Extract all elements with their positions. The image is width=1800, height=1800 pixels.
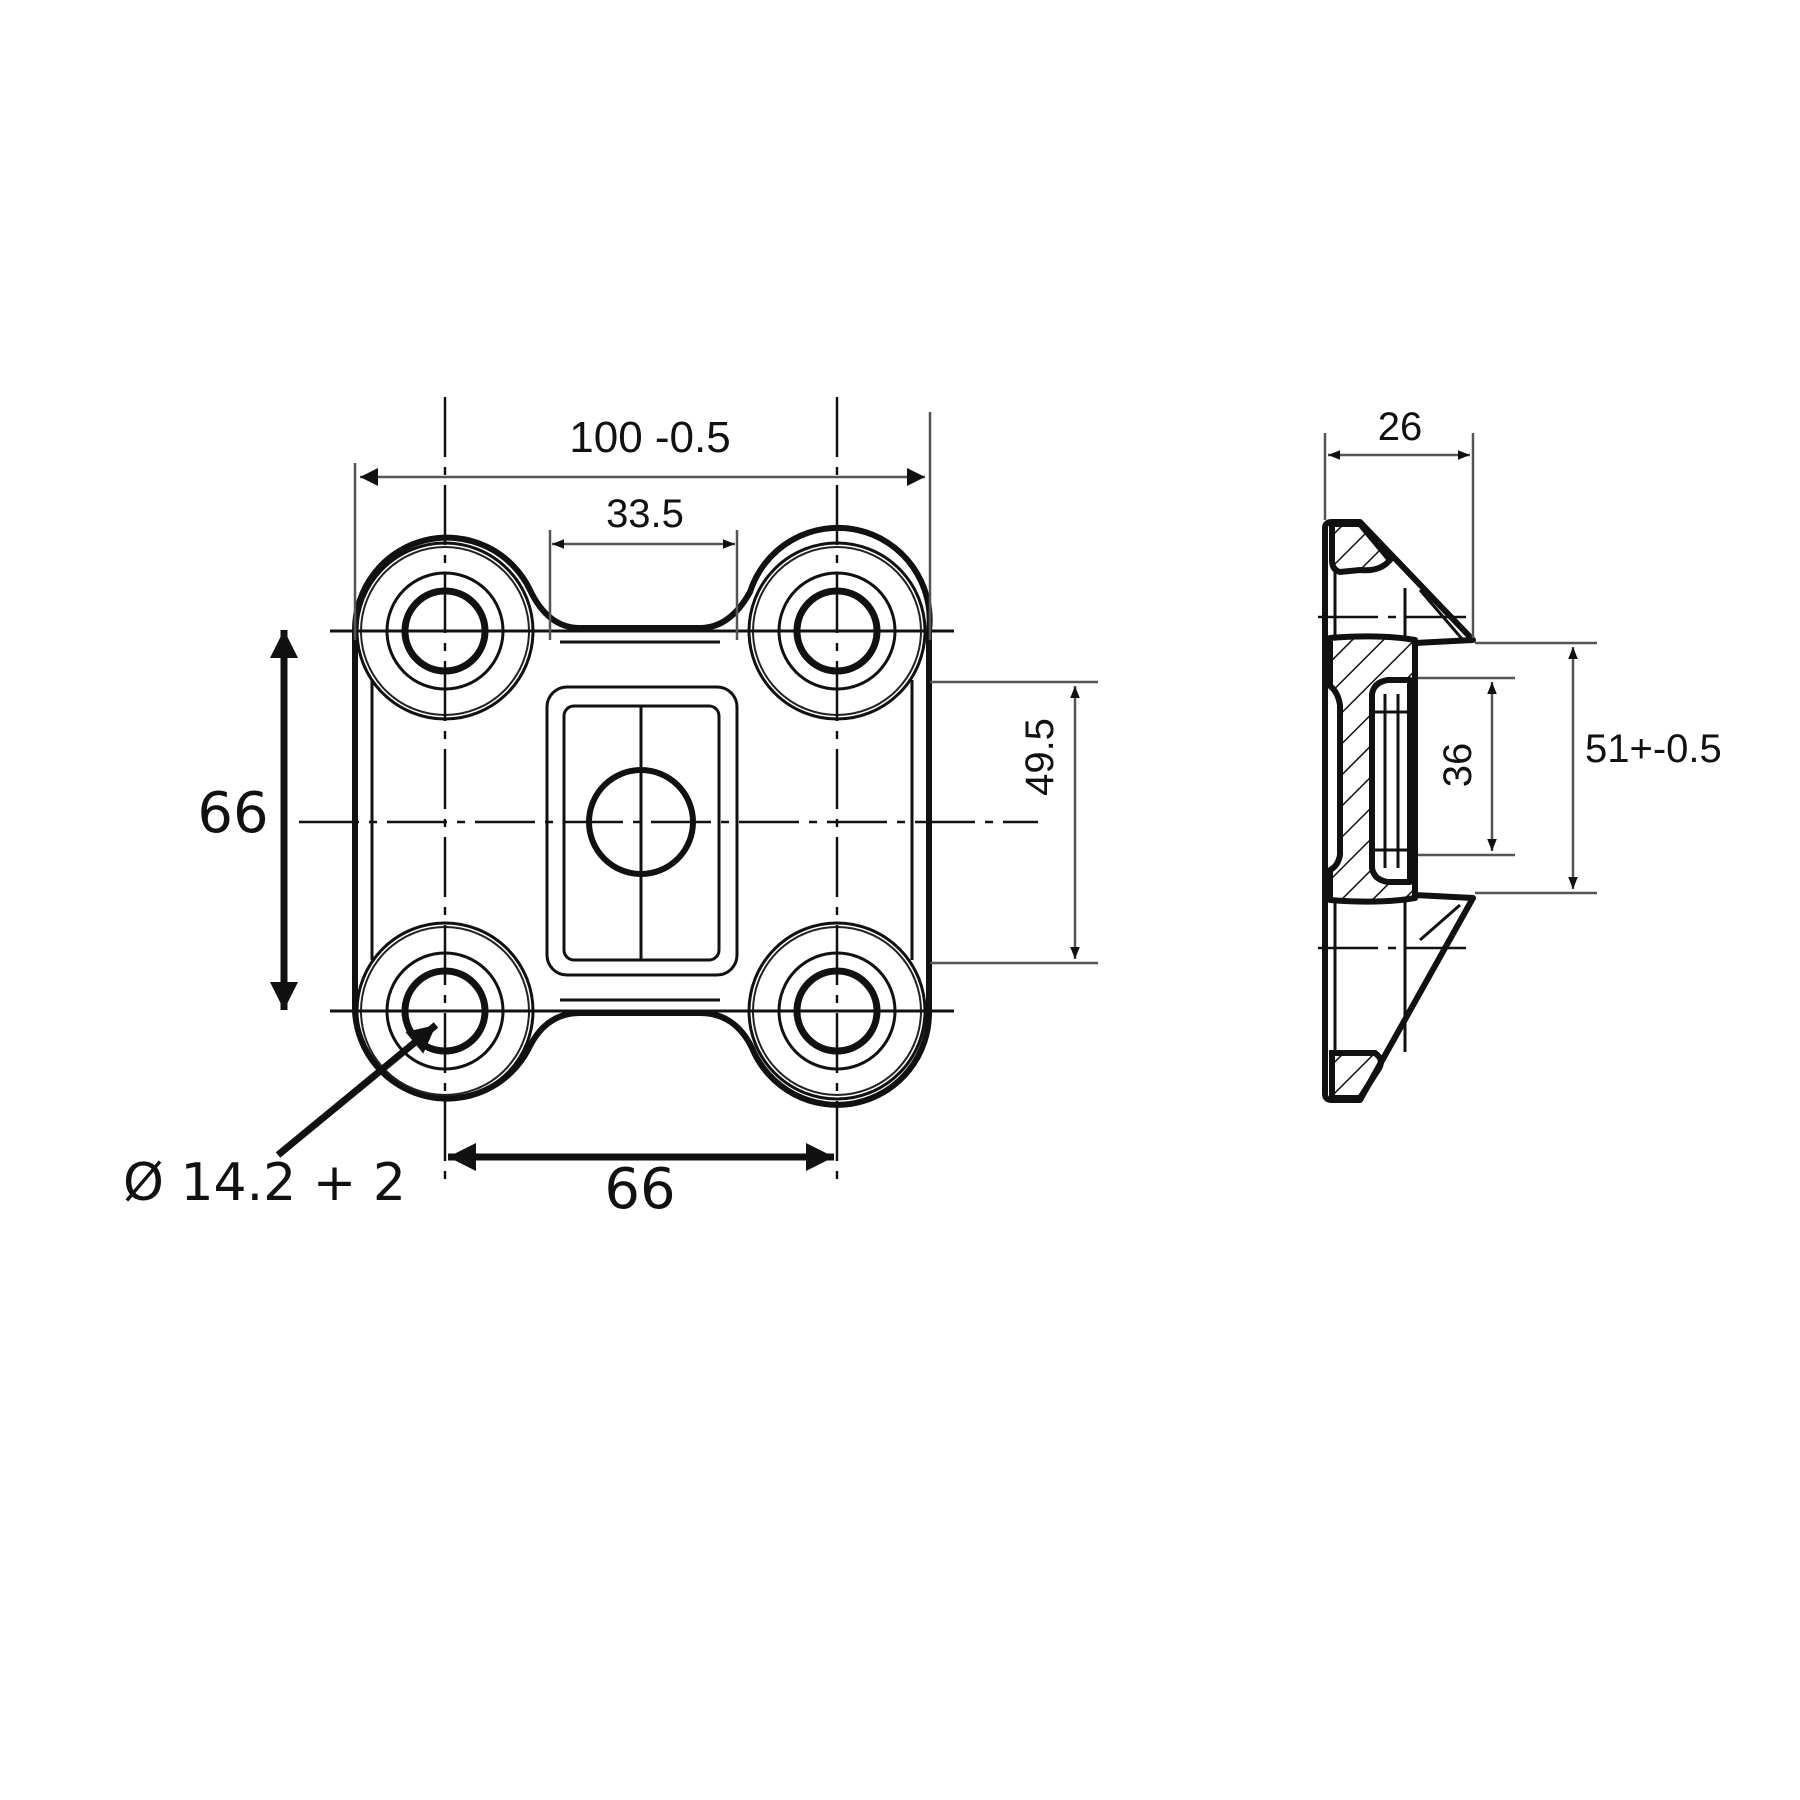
dim-slot-width-label: 33.5 [606, 492, 684, 536]
dim-hole-diameter: Ø 14.2 + 2 [123, 1022, 439, 1213]
section-top-flange [1329, 521, 1394, 576]
front-view: 100 -0.5 33.5 66 66 49.5 Ø [123, 397, 1098, 1222]
center-lines [299, 397, 1038, 1184]
dim-thickness-label: 26 [1378, 405, 1423, 449]
dim-web-height: 51+-0.5 [1475, 641, 1722, 895]
dim-recess-height-label: 36 [1436, 743, 1480, 788]
dim-hole-spacing-vertical: 66 [197, 630, 298, 1010]
dim-inner-height: 49.5 [930, 680, 1098, 965]
dim-overall-width: 100 -0.5 [353, 412, 932, 640]
dim-hole-spacing-horizontal: 66 [448, 1143, 834, 1222]
dim-slot-width: 33.5 [548, 492, 739, 640]
dim-hole-spacing-vertical-label: 66 [197, 781, 268, 846]
dim-overall-width-label: 100 -0.5 [569, 413, 730, 462]
section-web [1327, 633, 1418, 905]
side-view: 26 36 51+-0.5 [1318, 405, 1722, 1103]
dim-hole-spacing-horizontal-label: 66 [604, 1157, 675, 1222]
dim-web-height-label: 51+-0.5 [1585, 727, 1722, 771]
dim-thickness: 26 [1323, 405, 1475, 638]
dim-recess-height: 36 [1418, 676, 1515, 857]
pocket-outer [545, 685, 739, 977]
bracket-outline [1322, 519, 1476, 1103]
dim-inner-height-label: 49.5 [1018, 718, 1062, 796]
dim-hole-diameter-label: Ø 14.2 + 2 [123, 1153, 406, 1213]
